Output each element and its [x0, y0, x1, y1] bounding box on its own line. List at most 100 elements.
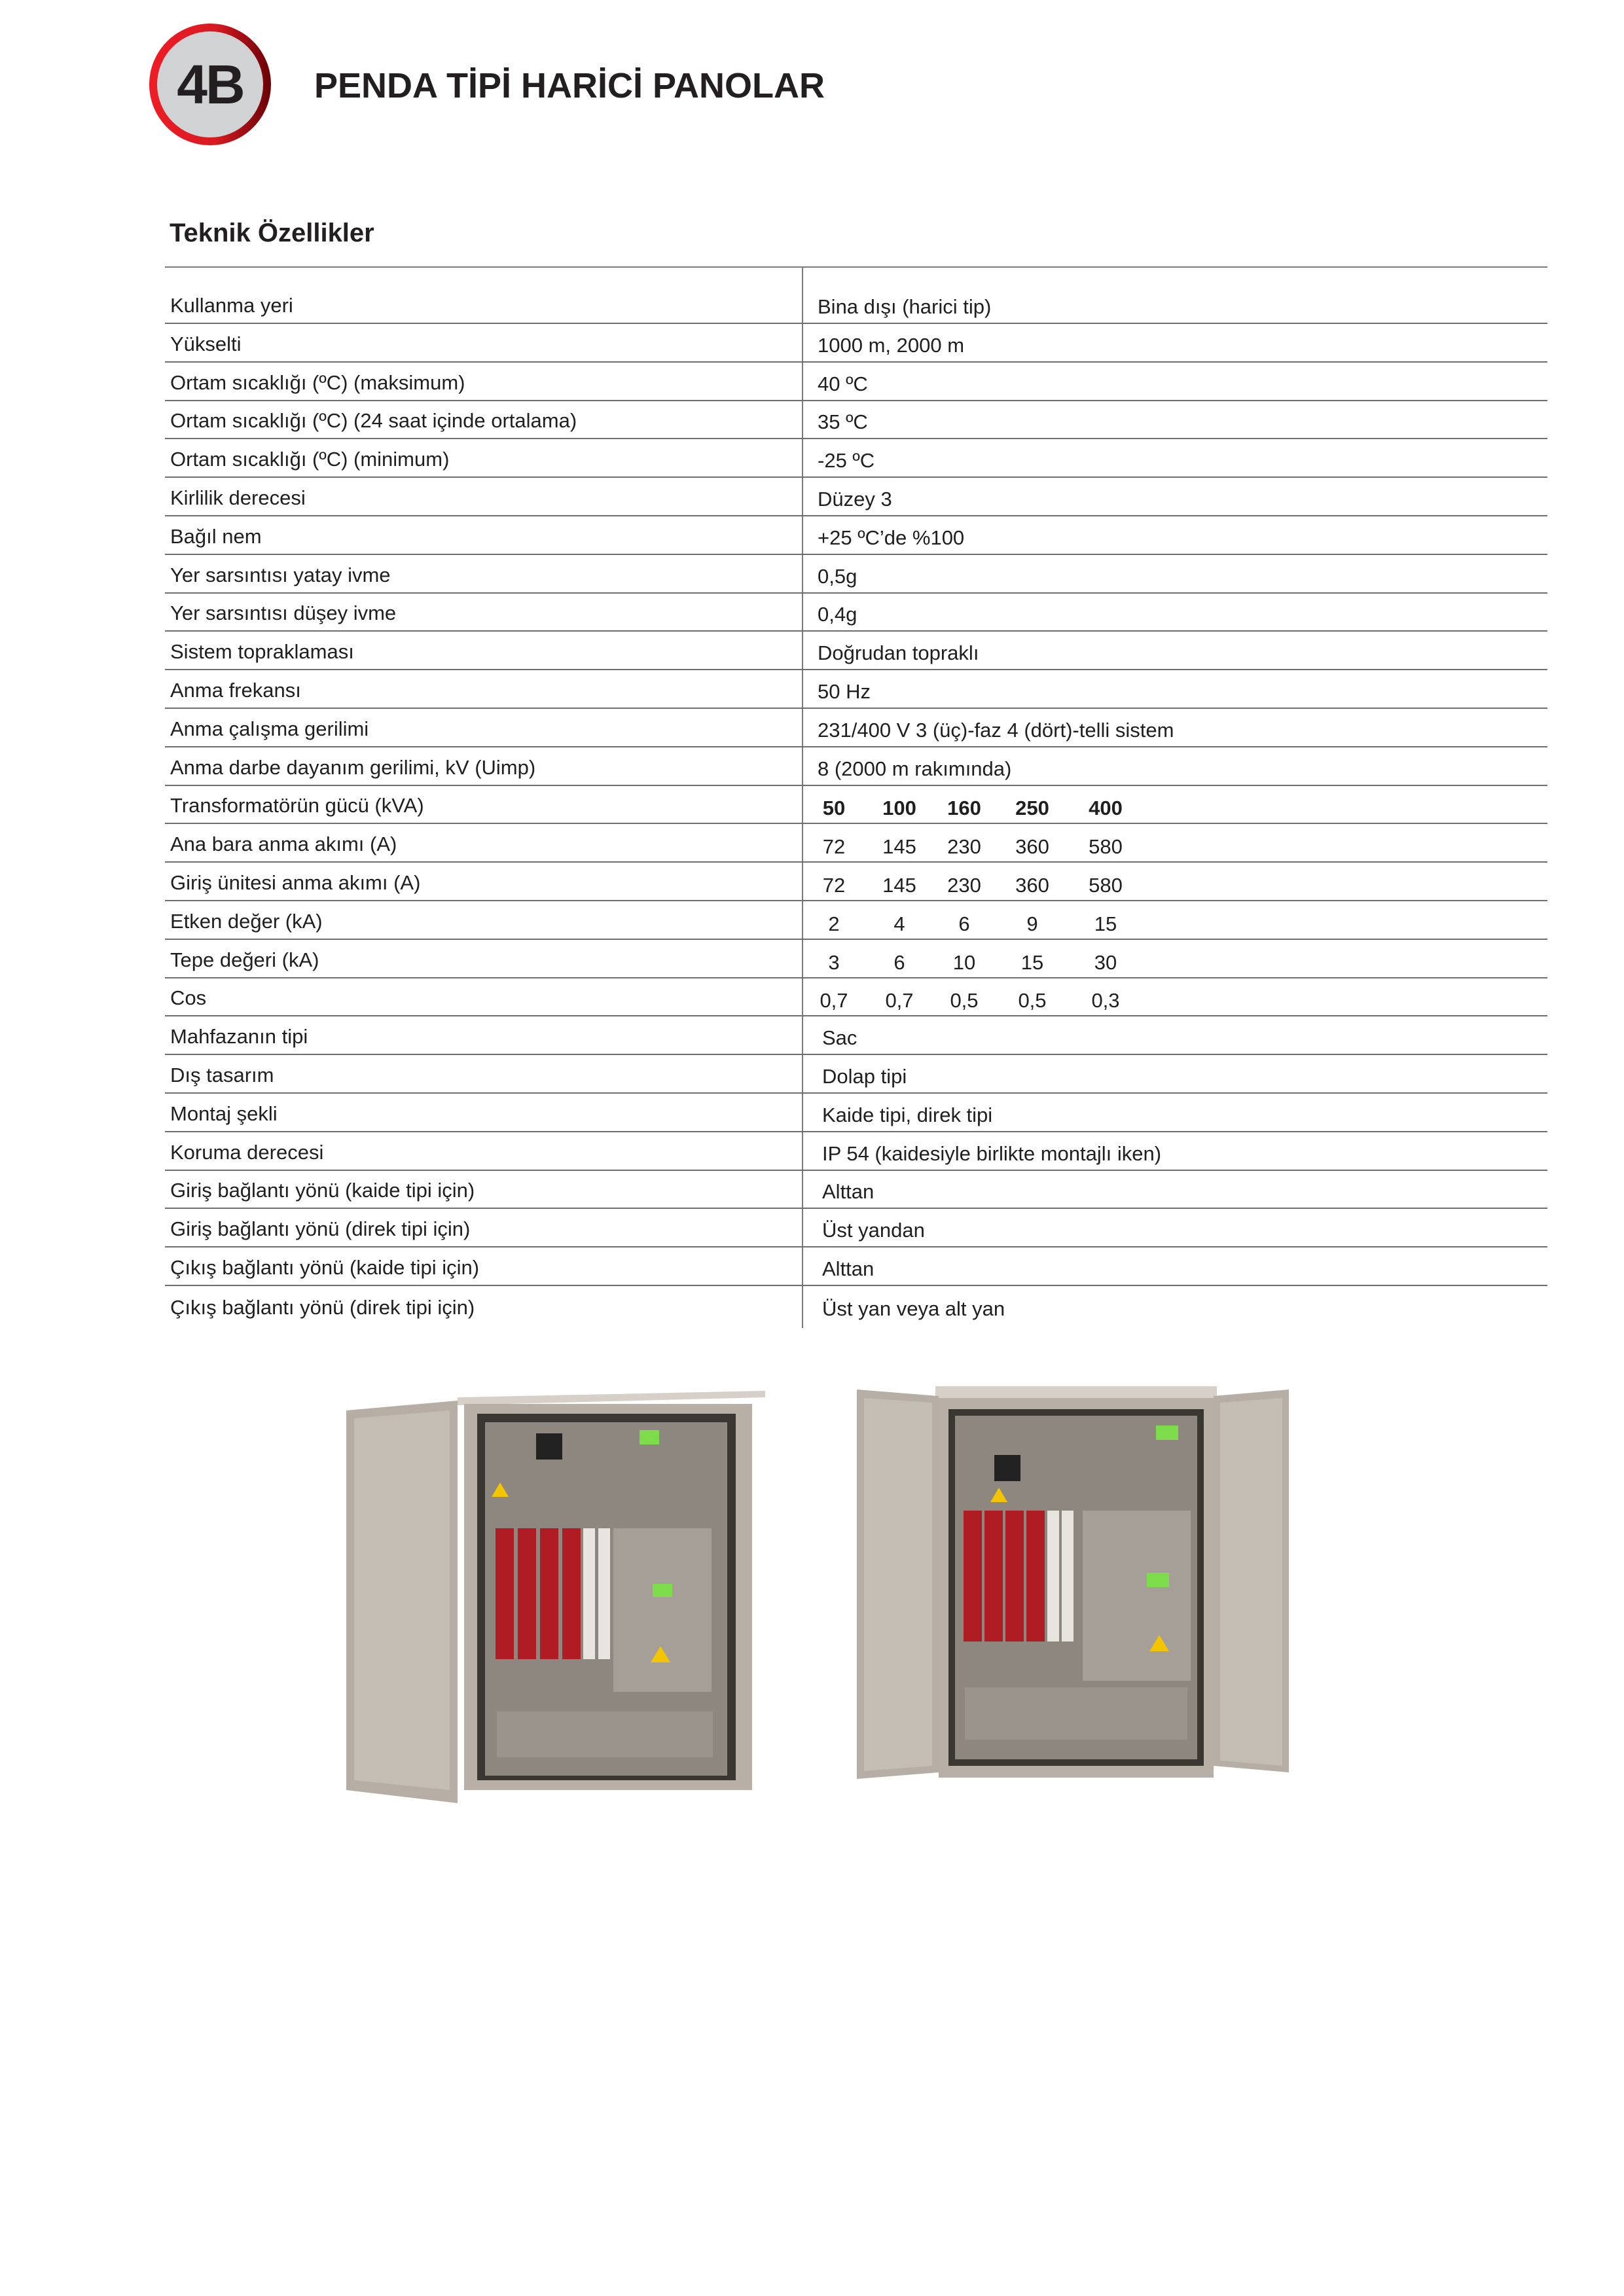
- row-value: Doğrudan topraklı: [818, 641, 979, 665]
- row-value: 8 (2000 m rakımında): [818, 757, 1012, 780]
- row-value: 40 ºC: [818, 372, 868, 395]
- table-row: Tepe değeri (kA) 3 6 10 15 30: [165, 940, 1547, 978]
- row-label: Anma çalışma gerilimi: [170, 717, 369, 740]
- row-label: Giriş bağlantı yönü (kaide tipi için): [170, 1179, 475, 1202]
- row-value-cell: 0,7: [885, 989, 914, 1013]
- row-value-cell: 15: [1020, 950, 1044, 974]
- table-row: Giriş bağlantı yönü (direk tipi için) Üst…: [165, 1209, 1547, 1248]
- row-value: Üst yandan: [822, 1219, 925, 1242]
- table-row: Anma çalışma gerilimi 231/400 V 3 (üç)-fa…: [165, 709, 1547, 747]
- section-badge: 4B: [149, 24, 271, 145]
- row-label: Koruma derecesi: [170, 1140, 324, 1164]
- cabinet-image-left: [346, 1391, 765, 1803]
- table-row: Kullanma yeri Bina dışı (harici tip): [165, 268, 1547, 324]
- row-label: Ortam sıcaklığı (ºC) (minimum): [170, 448, 450, 471]
- row-value-cell: 30: [1094, 950, 1117, 974]
- table-row: Yükselti 1000 m, 2000 m: [165, 324, 1547, 363]
- row-value-cell: 580: [1089, 873, 1123, 897]
- row-label: Ortam sıcaklığı (ºC) (24 saat içinde ort…: [170, 409, 577, 433]
- row-value: Dolap tipi: [822, 1064, 907, 1088]
- table-row: Ana bara anma akımı (A) 72 145 230 360 580: [165, 824, 1547, 863]
- row-value: 50 Hz: [818, 679, 871, 703]
- table-row: Bağıl nem+25 ºC’de %100: [165, 516, 1547, 555]
- row-value-cell: 160: [947, 797, 981, 820]
- row-label: Yer sarsıntısı düşey ivme: [170, 601, 397, 625]
- row-value-cell: 2: [828, 912, 840, 935]
- table-row: Çıkış bağlantı yönü (kaide tipi için)Alt…: [165, 1247, 1547, 1286]
- table-row: Yer sarsıntısı düşey ivme 0,4g: [165, 594, 1547, 632]
- table-row: Anma darbe dayanım gerilimi, kV (Uimp) 8 …: [165, 747, 1547, 786]
- row-value-cell: 360: [1015, 873, 1049, 897]
- row-value-cell: 6: [958, 912, 970, 935]
- row-value-cell: 15: [1094, 912, 1117, 935]
- row-value: Üst yan veya alt yan: [822, 1297, 1005, 1320]
- row-label: Ana bara anma akımı (A): [170, 833, 397, 856]
- table-row: Giriş bağlantı yönü (kaide tipi için) Alt…: [165, 1171, 1547, 1210]
- row-value: 35 ºC: [818, 410, 868, 434]
- row-value-cell: 360: [1015, 835, 1049, 859]
- row-value-cell: 100: [882, 797, 916, 820]
- row-value-cell: 250: [1015, 797, 1049, 820]
- row-label: Montaj şekli: [170, 1102, 278, 1125]
- section-title: Teknik Özellikler: [170, 219, 374, 247]
- row-label: Yer sarsıntısı yatay ivme: [170, 563, 391, 586]
- row-label: Etken değer (kA): [170, 909, 323, 933]
- row-label: Sistem topraklaması: [170, 640, 354, 664]
- row-value: Alttan: [822, 1180, 875, 1204]
- table-row: Ortam sıcaklığı (ºC) (minimum) -25 ºC: [165, 439, 1547, 478]
- row-value-cell: 0,7: [820, 989, 848, 1013]
- row-value: 231/400 V 3 (üç)-faz 4 (dört)-telli sist…: [818, 718, 1174, 742]
- row-label: Cos: [170, 986, 207, 1010]
- row-value: +25 ºC’de %100: [818, 526, 965, 549]
- table-row: Koruma derecesi IP 54 (kaidesiyle birlikt…: [165, 1132, 1547, 1171]
- row-value-cell: 230: [947, 835, 981, 859]
- table-row: Ortam sıcaklığı (ºC) (24 saat içinde ort…: [165, 401, 1547, 440]
- row-value: Bina dışı (harici tip): [818, 295, 992, 318]
- cabinet-image-right: [857, 1386, 1289, 1779]
- table-row: Sistem topraklaması Doğrudan topraklı: [165, 632, 1547, 671]
- row-value-cell: 72: [822, 873, 846, 897]
- table-row: Yer sarsıntısı yatay ivme 0,5g: [165, 555, 1547, 594]
- row-value-cell: 6: [893, 950, 905, 974]
- row-value-cell: 145: [882, 835, 916, 859]
- row-value-cell: 72: [822, 835, 846, 859]
- row-value: -25 ºC: [818, 449, 875, 473]
- row-label: Giriş bağlantı yönü (direk tipi için): [170, 1217, 471, 1241]
- row-label: Yükselti: [170, 332, 242, 355]
- row-label: Transformatörün gücü (kVA): [170, 794, 424, 817]
- row-value-cell: 580: [1089, 835, 1123, 859]
- row-value-cell: 230: [947, 873, 981, 897]
- row-value: Alttan: [822, 1257, 875, 1280]
- row-label: Anma frekansı: [170, 678, 301, 702]
- spec-table: Kullanma yeri Bina dışı (harici tip) Yükse…: [165, 266, 1547, 1328]
- page-title: PENDA TİPİ HARİCİ PANOLAR: [314, 66, 825, 105]
- row-label: Giriş ünitesi anma akımı (A): [170, 870, 421, 894]
- table-row: Anma frekansı 50 Hz: [165, 670, 1547, 709]
- row-label: Anma darbe dayanım gerilimi, kV (Uimp): [170, 755, 536, 779]
- row-value-cell: 3: [828, 950, 840, 974]
- row-value-cell: 0,3: [1091, 989, 1120, 1013]
- row-label: Mahfazanın tipi: [170, 1025, 308, 1049]
- row-value-cell: 400: [1089, 797, 1123, 820]
- row-label: Dış tasarım: [170, 1063, 274, 1086]
- row-value: IP 54 (kaidesiyle birlikte montajlı iken…: [822, 1141, 1162, 1165]
- row-value-cell: 0,5: [950, 989, 979, 1013]
- row-label: Ortam sıcaklığı (ºC) (maksimum): [170, 370, 465, 394]
- section-number: 4B: [157, 31, 263, 137]
- row-label: Tepe değeri (kA): [170, 948, 319, 971]
- row-value-cell: 9: [1026, 912, 1038, 935]
- row-value: Kaide tipi, direk tipi: [822, 1103, 993, 1126]
- row-label: Kullanma yeri: [170, 294, 293, 317]
- row-value: Sac: [822, 1026, 857, 1050]
- row-value-cell: 10: [952, 950, 976, 974]
- row-value: 1000 m, 2000 m: [818, 333, 965, 357]
- row-value: 0,4g: [818, 603, 857, 626]
- row-label: Kirlilik derecesi: [170, 486, 306, 509]
- table-row: Dış tasarım Dolap tipi: [165, 1055, 1547, 1094]
- row-value: 0,5g: [818, 564, 857, 588]
